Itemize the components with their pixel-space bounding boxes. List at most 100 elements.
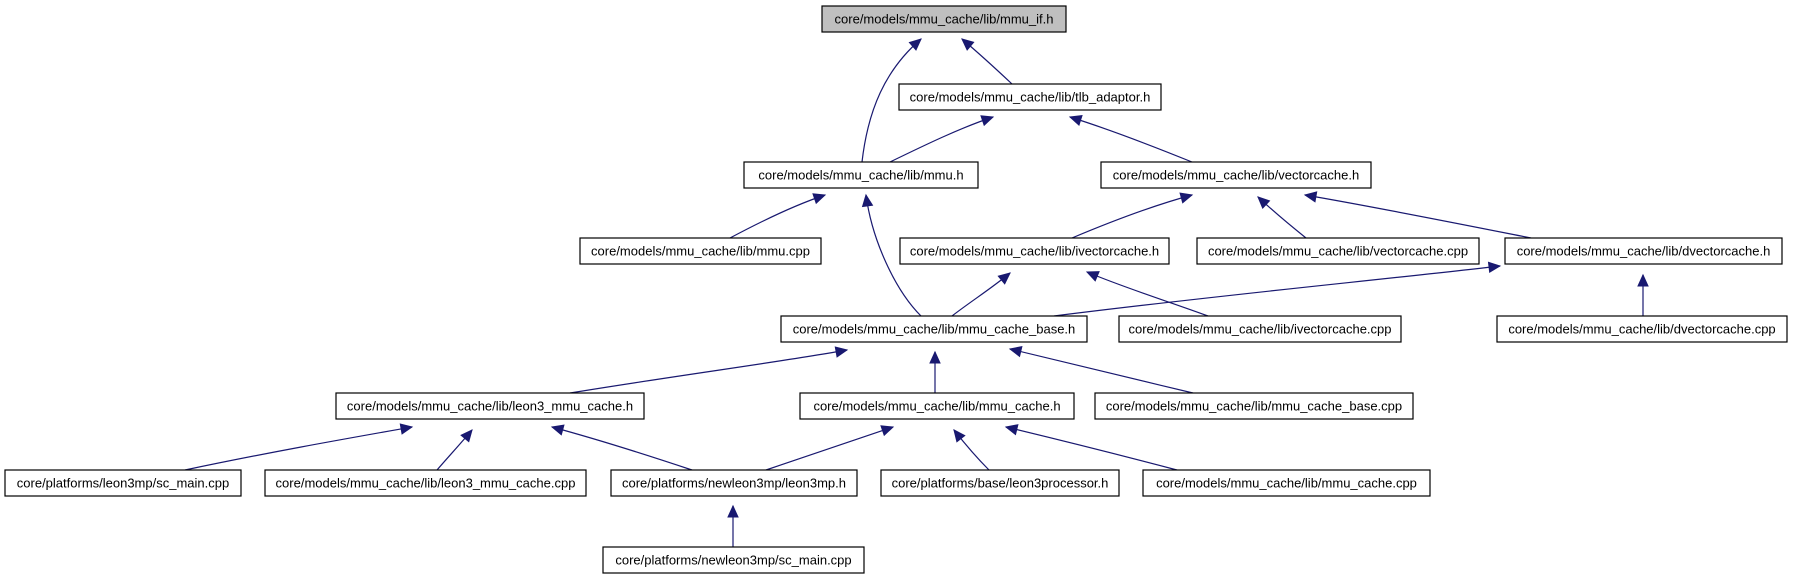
- node-newleon3mp-h[interactable]: core/platforms/newleon3mp/leon3mp.h: [610, 469, 858, 497]
- edge-mmu_cache_h-to-mmu_cache_base_h: [929, 350, 941, 393]
- node-label: core/models/mmu_cache/lib/mmu.cpp: [591, 244, 810, 259]
- node-box: [335, 392, 645, 420]
- node-box: [898, 83, 1162, 111]
- node-leon3mp-sc-main-cpp[interactable]: core/platforms/leon3mp/sc_main.cpp: [4, 469, 242, 497]
- edge-line: [569, 349, 848, 394]
- edge-arrowhead: [1257, 196, 1271, 210]
- edge-mmu_h-to-mmu_if_h: [861, 38, 922, 163]
- edge-ivectorcache_cpp-to-ivectorcache_h: [1085, 271, 1209, 317]
- node-box: [1118, 315, 1402, 343]
- node-label: core/models/mmu_cache/lib/mmu_cache_base…: [1106, 399, 1402, 414]
- edge-line: [765, 426, 894, 471]
- edge-vectorcache_cpp-to-vectorcache_h: [1257, 196, 1307, 239]
- node-tlb-adaptor-h[interactable]: core/models/mmu_cache/lib/tlb_adaptor.h: [898, 83, 1162, 111]
- edge-line: [1071, 194, 1193, 239]
- edge-arrowhead: [1008, 346, 1023, 358]
- edge-line: [1009, 348, 1194, 394]
- edge-mmu_cache_base_h-to-ivectorcache_h: [951, 272, 1011, 317]
- node-box: [602, 546, 865, 574]
- node-box: [579, 237, 822, 265]
- edge-mmu_cache_base_cpp-to-mmu_cache_base_h: [1008, 346, 1194, 394]
- node-leon3processor-h[interactable]: core/platforms/base/leon3processor.h: [880, 469, 1120, 497]
- node-box: [610, 469, 858, 497]
- edge-leon3_mmu_cache_h-to-mmu_cache_base_h: [569, 346, 849, 394]
- node-box: [4, 469, 242, 497]
- node-box: [1100, 161, 1372, 189]
- node-label: core/platforms/base/leon3processor.h: [892, 476, 1109, 491]
- node-label: core/models/mmu_cache/lib/vectorcache.cp…: [1208, 244, 1468, 259]
- edge-newleon3mp_h-to-leon3_mmu_cache_h: [550, 424, 693, 471]
- node-vectorcache-h[interactable]: core/models/mmu_cache/lib/vectorcache.h: [1100, 161, 1372, 189]
- edge-arrowhead: [929, 350, 941, 364]
- node-mmu-h[interactable]: core/models/mmu_cache/lib/mmu.h: [743, 161, 979, 189]
- node-label: core/models/mmu_cache/lib/tlb_adaptor.h: [910, 90, 1151, 105]
- edge-arrowhead: [727, 504, 739, 518]
- edge-arrowhead: [460, 429, 473, 443]
- edge-arrowhead: [812, 193, 827, 205]
- node-label: core/models/mmu_cache/lib/mmu_cache.cpp: [1156, 476, 1417, 491]
- edge-line: [861, 38, 922, 163]
- edge-leon3processor_h-to-mmu_cache_h: [953, 429, 990, 471]
- node-label: core/models/mmu_cache/lib/dvectorcache.c…: [1508, 322, 1775, 337]
- node-leon3-mmu-cache-h[interactable]: core/models/mmu_cache/lib/leon3_mmu_cach…: [335, 392, 645, 420]
- node-box: [264, 469, 587, 497]
- node-mmu-if-h[interactable]: core/models/mmu_cache/lib/mmu_if.h: [821, 5, 1067, 33]
- node-mmu-cache-h[interactable]: core/models/mmu_cache/lib/mmu_cache.h: [799, 392, 1075, 420]
- edge-ivectorcache_h-to-vectorcache_h: [1071, 192, 1194, 239]
- edge-arrowhead: [1637, 273, 1649, 287]
- edge-arrowhead: [961, 38, 975, 51]
- node-label: core/platforms/newleon3mp/sc_main.cpp: [615, 553, 851, 568]
- node-box: [899, 237, 1170, 265]
- edge-line: [184, 426, 413, 471]
- edge-line: [1069, 116, 1193, 163]
- node-box: [1196, 237, 1480, 265]
- node-label: core/models/mmu_cache/lib/leon3_mmu_cach…: [347, 399, 633, 414]
- node-dvectorcache-cpp[interactable]: core/models/mmu_cache/lib/dvectorcache.c…: [1496, 315, 1788, 343]
- edge-mmu_h-to-tlb_adaptor_h: [889, 115, 995, 163]
- edge-line: [729, 194, 826, 239]
- node-label: core/models/mmu_cache/lib/mmu.h: [758, 168, 963, 183]
- nodes-layer: core/models/mmu_cache/lib/mmu_if.h core/m…: [4, 5, 1788, 574]
- node-vectorcache-cpp[interactable]: core/models/mmu_cache/lib/vectorcache.cp…: [1196, 237, 1480, 265]
- edge-tlb_adaptor_h-to-mmu_if_h: [961, 38, 1013, 85]
- edge-leon3_mmu_cache_cpp-to-leon3_mmu_cache_h: [436, 429, 473, 471]
- node-label: core/platforms/leon3mp/sc_main.cpp: [17, 476, 229, 491]
- node-mmu-cache-base-h[interactable]: core/models/mmu_cache/lib/mmu_cache_base…: [780, 315, 1088, 343]
- edge-line: [1053, 265, 1501, 317]
- edge-arrowhead: [908, 38, 922, 51]
- node-leon3-mmu-cache-cpp[interactable]: core/models/mmu_cache/lib/leon3_mmu_cach…: [264, 469, 587, 497]
- edge-mmu_cache_base_h-to-dvectorcache_h: [1053, 261, 1502, 317]
- node-label: core/models/mmu_cache/lib/ivectorcache.c…: [1128, 322, 1391, 337]
- node-mmu-cache-cpp[interactable]: core/models/mmu_cache/lib/mmu_cache.cpp: [1142, 469, 1431, 497]
- edge-arrowhead: [1004, 424, 1019, 436]
- edge-line: [889, 116, 994, 163]
- node-label: core/models/mmu_cache/lib/ivectorcache.h: [910, 244, 1159, 259]
- node-mmu-cache-base-cpp[interactable]: core/models/mmu_cache/lib/mmu_cache_base…: [1094, 392, 1414, 420]
- edge-mmu_cpp-to-mmu_h: [729, 193, 827, 239]
- node-box: [1142, 469, 1431, 497]
- node-label: core/models/mmu_cache/lib/mmu_cache.h: [813, 399, 1060, 414]
- node-dvectorcache-h[interactable]: core/models/mmu_cache/lib/dvectorcache.h: [1504, 237, 1783, 265]
- node-box: [799, 392, 1075, 420]
- node-newleon3mp-sc-main-cpp[interactable]: core/platforms/newleon3mp/sc_main.cpp: [602, 546, 865, 574]
- node-box: [880, 469, 1120, 497]
- edge-line: [1005, 426, 1178, 471]
- node-box: [743, 161, 979, 189]
- edge-arrowhead: [1487, 261, 1502, 274]
- node-mmu-cpp[interactable]: core/models/mmu_cache/lib/mmu.cpp: [579, 237, 822, 265]
- node-box: [780, 315, 1088, 343]
- edge-arrowhead: [1068, 114, 1083, 126]
- edge-arrowhead: [953, 429, 966, 443]
- edge-arrowhead: [1085, 271, 1100, 282]
- edge-line: [551, 426, 693, 471]
- edge-line: [865, 194, 922, 317]
- node-ivectorcache-cpp[interactable]: core/models/mmu_cache/lib/ivectorcache.c…: [1118, 315, 1402, 343]
- edge-mmu_cache_cpp-to-mmu_cache_h: [1004, 424, 1178, 471]
- edge-line: [1304, 194, 1532, 239]
- edge-arrowhead: [861, 193, 874, 208]
- edge-arrowhead: [1179, 192, 1194, 204]
- edge-newleon3mp_h-to-mmu_cache_h: [765, 425, 895, 471]
- node-ivectorcache-h[interactable]: core/models/mmu_cache/lib/ivectorcache.h: [899, 237, 1170, 265]
- node-box: [1504, 237, 1783, 265]
